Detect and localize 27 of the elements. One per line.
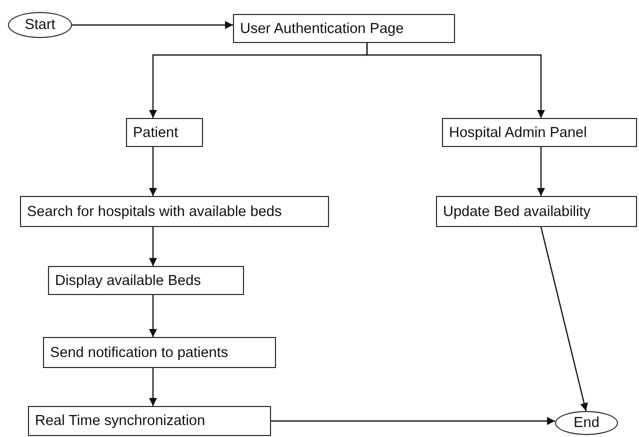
arrow (149, 295, 157, 337)
arrow (72, 21, 233, 29)
arrow (537, 147, 545, 196)
process-box (28, 406, 271, 436)
arrow (149, 227, 157, 266)
node-label: Search for hospitals with available beds (27, 204, 282, 220)
process-box (20, 196, 329, 227)
node-label: Display available Beds (55, 272, 201, 288)
node-label: End (574, 415, 600, 431)
node-label: User Authentication Page (240, 20, 404, 36)
process-box (436, 196, 637, 227)
arrow (149, 368, 157, 406)
process-box (233, 14, 455, 43)
node-label: Update Bed availability (443, 204, 591, 220)
process-box (43, 337, 276, 368)
arrow (366, 43, 545, 118)
node-label: Start (24, 17, 56, 33)
node-label: Send notification to patients (50, 344, 228, 360)
arrow (149, 147, 157, 196)
node-label: Hospital Admin Panel (449, 124, 587, 140)
process-box (442, 118, 637, 147)
arrow (271, 417, 555, 425)
arrow (540, 226, 588, 412)
process-box (126, 118, 203, 147)
process-box (48, 266, 244, 295)
node-label: Patient (133, 124, 178, 140)
node-label: Real Time synchronization (35, 413, 206, 429)
